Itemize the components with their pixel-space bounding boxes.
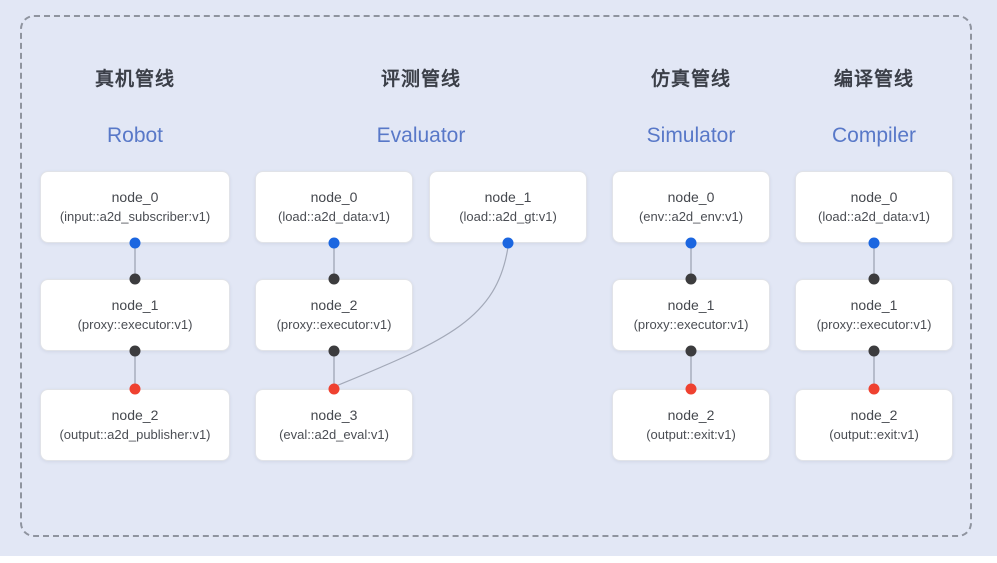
node-type: (output::a2d_publisher:v1) xyxy=(59,427,211,442)
port-dot-red-icon xyxy=(685,383,697,395)
node-box-robot-node2: node_2 (output::a2d_publisher:v1) xyxy=(40,389,230,461)
port-dot-blue-icon xyxy=(129,237,141,249)
bottom-strip xyxy=(0,556,997,563)
port-dot-black-icon xyxy=(868,345,880,357)
node-name: node_2 xyxy=(667,407,715,423)
node-name: node_1 xyxy=(111,297,159,313)
pipeline-title-zh-evaluator: 评测管线 xyxy=(380,69,461,90)
node-type: (env::a2d_env:v1) xyxy=(638,209,744,224)
pipeline-title-zh-robot: 真机管线 xyxy=(94,69,175,90)
node-type: (proxy::executor:v1) xyxy=(633,317,749,332)
pipeline-title-en-simulator: Simulator xyxy=(646,124,736,147)
pipeline-title-zh-simulator: 仿真管线 xyxy=(650,69,731,90)
node-name: node_0 xyxy=(111,189,159,205)
port-dot-blue-icon xyxy=(328,237,340,249)
node-box-evaluator-node3: node_3 (eval::a2d_eval:v1) xyxy=(255,389,413,461)
node-box-evaluator-node1: node_1 (load::a2d_gt:v1) xyxy=(429,171,587,243)
pipeline-title-zh-compiler: 编译管线 xyxy=(833,69,914,90)
pipeline-title-en-compiler: Compiler xyxy=(831,124,917,147)
node-name: node_1 xyxy=(850,297,898,313)
node-box-robot-node1: node_1 (proxy::executor:v1) xyxy=(40,279,230,351)
port-dot-black-icon xyxy=(328,273,340,285)
port-dot-black-icon xyxy=(868,273,880,285)
node-name: node_1 xyxy=(667,297,715,313)
node-box-compiler-node2: node_2 (output::exit:v1) xyxy=(795,389,953,461)
port-dot-red-icon xyxy=(868,383,880,395)
port-dot-black-icon xyxy=(685,345,697,357)
node-name: node_0 xyxy=(310,189,358,205)
port-dot-blue-icon xyxy=(685,237,697,249)
node-name: node_0 xyxy=(667,189,715,205)
node-box-evaluator-node0: node_0 (load::a2d_data:v1) xyxy=(255,171,413,243)
node-box-simulator-node2: node_2 (output::exit:v1) xyxy=(612,389,770,461)
node-name: node_2 xyxy=(111,407,159,423)
node-name: node_2 xyxy=(850,407,898,423)
port-dot-red-icon xyxy=(129,383,141,395)
node-type: (eval::a2d_eval:v1) xyxy=(279,427,389,442)
node-type: (load::a2d_data:v1) xyxy=(817,209,931,224)
port-dot-black-icon xyxy=(685,273,697,285)
node-name: node_0 xyxy=(850,189,898,205)
node-box-simulator-node1: node_1 (proxy::executor:v1) xyxy=(612,279,770,351)
node-box-simulator-node0: node_0 (env::a2d_env:v1) xyxy=(612,171,770,243)
node-type: (proxy::executor:v1) xyxy=(77,317,193,332)
port-dot-blue-icon xyxy=(502,237,514,249)
node-type: (load::a2d_data:v1) xyxy=(277,209,391,224)
node-box-robot-node0: node_0 (input::a2d_subscriber:v1) xyxy=(40,171,230,243)
dashed-frame xyxy=(20,15,972,537)
node-name: node_3 xyxy=(310,407,358,423)
node-type: (proxy::executor:v1) xyxy=(276,317,392,332)
node-box-compiler-node1: node_1 (proxy::executor:v1) xyxy=(795,279,953,351)
node-box-compiler-node0: node_0 (load::a2d_data:v1) xyxy=(795,171,953,243)
node-type: (output::exit:v1) xyxy=(829,427,919,442)
node-type: (load::a2d_gt:v1) xyxy=(459,209,557,224)
node-type: (output::exit:v1) xyxy=(646,427,736,442)
port-dot-red-icon xyxy=(328,383,340,395)
pipeline-title-en-evaluator: Evaluator xyxy=(376,124,466,147)
node-type: (proxy::executor:v1) xyxy=(816,317,932,332)
port-dot-black-icon xyxy=(129,345,141,357)
node-name: node_2 xyxy=(310,297,358,313)
node-name: node_1 xyxy=(484,189,532,205)
port-dot-black-icon xyxy=(328,345,340,357)
pipeline-title-en-robot: Robot xyxy=(106,124,164,147)
node-box-evaluator-node2: node_2 (proxy::executor:v1) xyxy=(255,279,413,351)
node-type: (input::a2d_subscriber:v1) xyxy=(59,209,211,224)
port-dot-black-icon xyxy=(129,273,141,285)
port-dot-blue-icon xyxy=(868,237,880,249)
